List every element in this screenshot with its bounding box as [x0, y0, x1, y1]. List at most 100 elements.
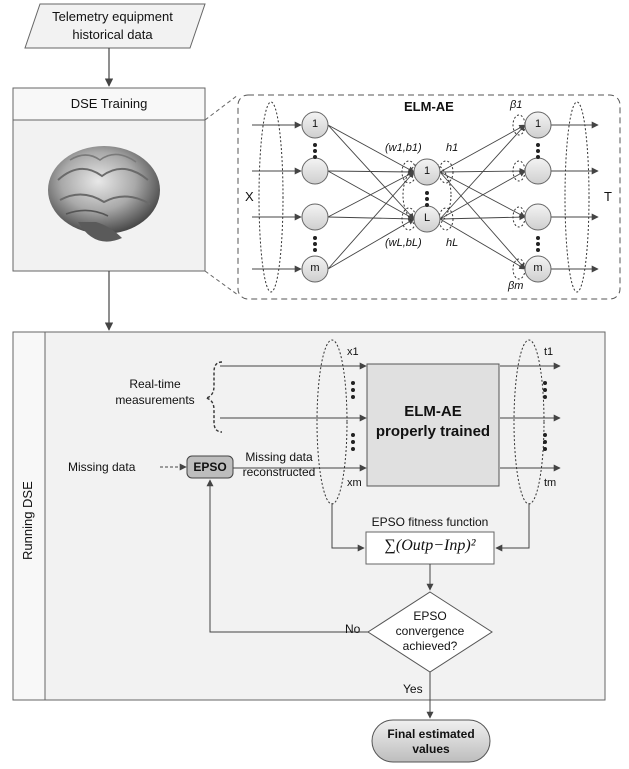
decision-line1: EPSO	[413, 609, 447, 623]
dse-training-title-bar	[12, 87, 206, 121]
elm-dot-0-2	[313, 155, 317, 159]
realtime-brace	[205, 361, 223, 433]
elm-ae-panel	[237, 94, 621, 300]
elm-dot-4-2	[425, 203, 429, 207]
beta1-label: β1	[510, 99, 523, 111]
elm-ae-trained-box	[366, 363, 500, 487]
elm-trained-label: ELM-AE properly trained	[367, 402, 499, 442]
connection-in-3-hid-0	[327, 171, 415, 270]
hidden-node-0	[413, 158, 441, 186]
output-node-1-label: 1	[534, 118, 542, 130]
realtime-label: Real-time measurements	[105, 376, 205, 408]
elm-ae-title: ELM-AE	[404, 99, 454, 114]
callout-line-top	[204, 94, 239, 121]
telemetry-data-shape	[24, 3, 206, 49]
elm-dot-2-0	[536, 143, 540, 147]
hidden-node-1-label: 1	[423, 165, 431, 177]
final-line1: Final estimated	[387, 727, 475, 741]
elm-trained-line2: properly trained	[375, 423, 491, 440]
decision-line2: convergence	[395, 624, 465, 638]
no-loop-arrow	[206, 479, 368, 633]
connection-hid-1-out-1	[439, 170, 526, 220]
elm-dot-2-2	[536, 155, 540, 159]
input-node-3	[301, 255, 329, 283]
connection-in-1-hid-0	[327, 168, 415, 176]
output-node-1	[524, 157, 552, 185]
elm-dot-4-0	[425, 191, 429, 195]
telemetry-line2: historical data	[72, 27, 153, 42]
elm-dot-2-1	[536, 149, 540, 153]
w1-b1-label: (w1,b1)	[385, 142, 422, 154]
reconstructed-label: Missing data reconstructed	[236, 450, 322, 480]
epso-box	[186, 455, 234, 479]
wl-bl-label: (wL,bL)	[385, 237, 422, 249]
h1-label: h1	[446, 142, 459, 154]
input-node-1-label: 1	[311, 118, 319, 130]
input-node-2	[301, 203, 329, 231]
reconstructed-line2: reconstructed	[242, 465, 316, 479]
connection-in-2-hid-1	[327, 215, 415, 223]
output-node-3	[524, 255, 552, 283]
final-values-label: Final estimated values	[372, 727, 490, 757]
reconstructed-line1: Missing data	[245, 450, 313, 464]
elm-trained-line1: ELM-AE	[404, 403, 462, 420]
elm-dot-3-1	[536, 242, 540, 246]
arrow-input-to-fitness	[331, 503, 365, 552]
x-label: X	[245, 189, 254, 204]
dse-training-title: DSE Training	[70, 96, 148, 111]
elm-dot-1-1	[313, 242, 317, 246]
connection-in-3-hid-1	[327, 218, 415, 270]
elm-dot-3-2	[536, 248, 540, 252]
elm-dot-1-0	[313, 236, 317, 240]
output-node-2	[524, 203, 552, 231]
elm-dot-3-0	[536, 236, 540, 240]
final-values-pill	[371, 719, 491, 763]
telemetry-line1: Telemetry equipment	[52, 9, 173, 24]
running-dse-sidebar	[12, 331, 46, 701]
elm-dot-4-1	[425, 197, 429, 201]
t1-label: t1	[544, 346, 554, 358]
decision-line3: achieved?	[402, 639, 458, 653]
connection-hid-0-out-3	[439, 171, 526, 270]
ellipsis-dots-running	[351, 381, 547, 451]
output-node-m-label: m	[533, 262, 543, 274]
fitness-title: EPSO fitness function	[371, 515, 489, 529]
arrow-output-to-fitness	[495, 503, 530, 552]
callout-line-bottom	[204, 270, 239, 296]
epso-label: EPSO	[193, 460, 227, 474]
connection-hid-1-out-0	[439, 124, 526, 220]
decision-label: EPSO convergence achieved?	[370, 609, 490, 654]
connection-in-0-hid-0	[327, 124, 415, 173]
connection-hid-1-out-3	[439, 218, 526, 270]
hl-label: hL	[446, 237, 459, 249]
connection-hid-1-out-2	[439, 213, 526, 221]
telemetry-label: Telemetry equipment historical data	[30, 8, 195, 44]
connection-in-2-hid-0	[327, 171, 415, 218]
final-line2: values	[412, 742, 450, 756]
elm-dot-0-1	[313, 149, 317, 153]
elm-dot-0-0	[313, 143, 317, 147]
tm-label: tm	[544, 477, 557, 489]
connection-in-0-hid-1	[327, 124, 415, 220]
xm-label: xm	[347, 477, 362, 489]
running-dse-label: Running DSE	[20, 481, 35, 560]
t-label: T	[604, 189, 612, 204]
x-ellipse	[258, 101, 284, 293]
realtime-line1: Real-time	[129, 377, 181, 391]
input-node-1	[301, 157, 329, 185]
fitness-function-box	[365, 531, 495, 565]
connection-hid-0-out-0	[439, 124, 526, 173]
t-ellipse	[564, 101, 590, 293]
running-dse-box	[12, 331, 606, 701]
input-node-m-label: m	[310, 262, 320, 274]
input-node-0	[301, 111, 329, 139]
elm-network	[252, 101, 599, 293]
no-label: No	[345, 622, 361, 636]
realtime-line2: measurements	[115, 393, 195, 407]
fitness-formula: ∑(Outp−Inp)²	[384, 537, 476, 554]
elm-dot-1-2	[313, 248, 317, 252]
betam-label: βm	[508, 280, 524, 292]
yes-label: Yes	[403, 682, 423, 696]
x1-label: x1	[347, 346, 359, 358]
